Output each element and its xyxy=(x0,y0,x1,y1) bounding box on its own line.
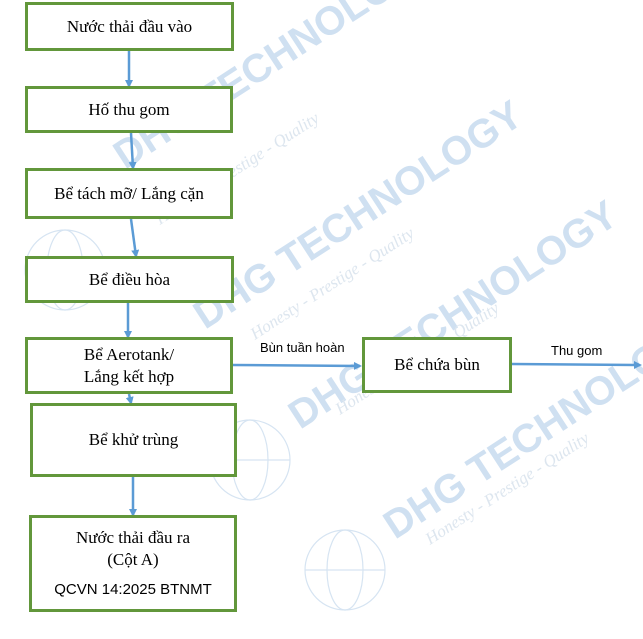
node-collection: Hố thu gom xyxy=(25,86,233,133)
node-input: Nước thải đầu vào xyxy=(25,2,234,51)
node-sludge-tank-label: Bể chứa bùn xyxy=(394,355,480,374)
arrow-aerotank-to-sludge xyxy=(232,361,362,370)
node-aerotank-label-2: Lắng kết hợp xyxy=(83,366,175,386)
node-aerotank: Bể Aerotank/ Lắng kết hợp xyxy=(25,337,233,394)
arrow-collection-to-grease xyxy=(128,132,137,170)
arrow-aerotank-to-disinfection xyxy=(125,393,134,405)
edge-label-recirculation: Bùn tuần hoàn xyxy=(260,340,345,355)
node-output-label-2: (Cột A) xyxy=(107,549,159,569)
node-equalization-label: Bể điều hòa xyxy=(88,269,171,289)
node-sludge-tank: Bể chứa bùn xyxy=(362,337,512,393)
node-grease-trap-label: Bể tách mỡ/ Lắng cặn xyxy=(54,183,204,203)
node-disinfection-label: Bể khử trùng xyxy=(88,430,179,449)
edge-label-collect: Thu gom xyxy=(551,343,603,358)
arrow-sludge-out xyxy=(511,360,642,369)
node-grease-trap: Bể tách mỡ/ Lắng cặn xyxy=(25,168,233,219)
arrow-grease-to-equalization xyxy=(129,218,140,258)
node-equalization: Bể điều hòa xyxy=(25,256,234,303)
node-collection-label: Hố thu gom xyxy=(88,99,170,119)
node-output-label-3: QCVN 14:2025 BTNMT xyxy=(54,580,212,598)
node-output-label-1: Nước thải đầu ra xyxy=(75,527,191,547)
node-output: Nước thải đầu ra (Cột A) QCVN 14:2025 BT… xyxy=(29,515,237,612)
node-aerotank-label-1: Bể Aerotank/ xyxy=(83,344,175,364)
node-input-label: Nước thải đầu vào xyxy=(66,16,193,36)
node-disinfection: Bể khử trùng xyxy=(30,403,237,477)
